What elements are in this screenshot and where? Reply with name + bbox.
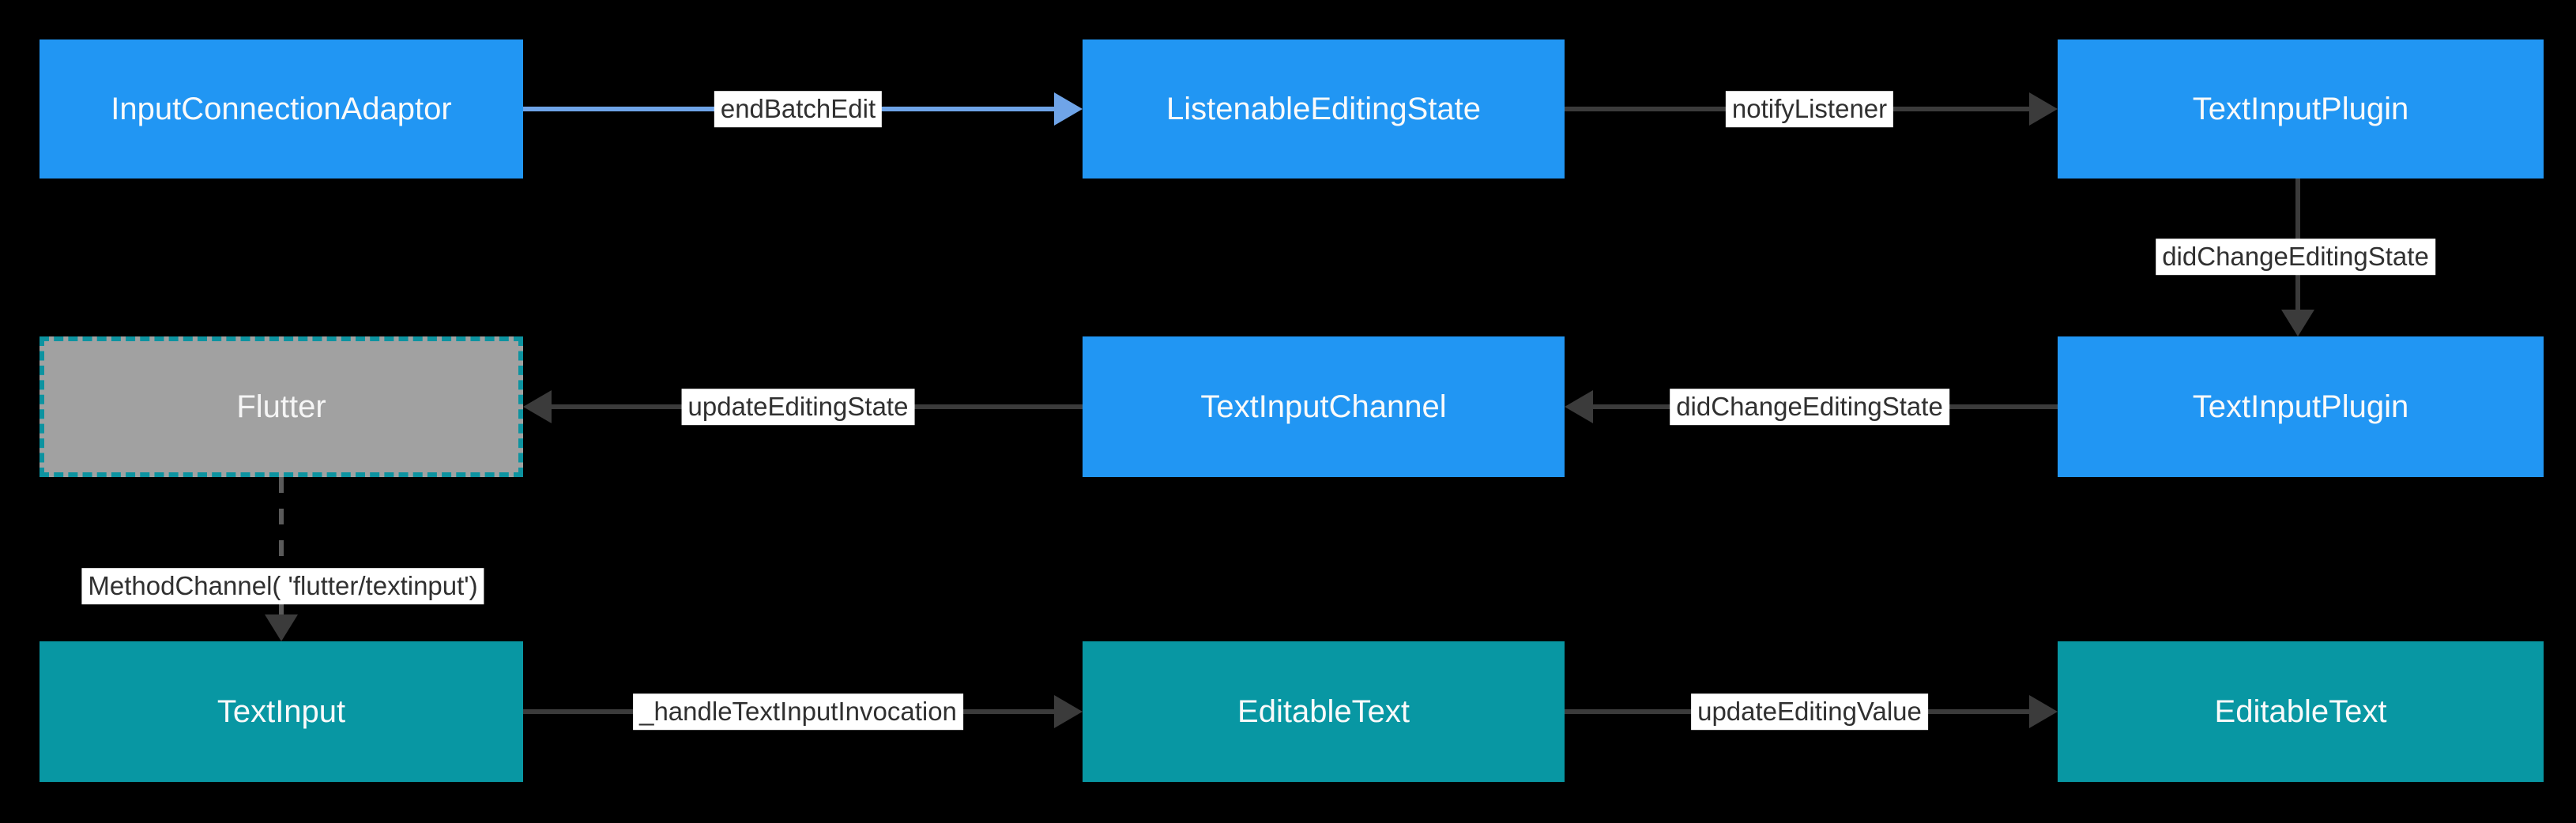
edge-did-change-editing-state-down-arrowhead-icon <box>2281 310 2314 336</box>
node-label: ListenableEditingState <box>1166 91 1482 126</box>
node-listenable-editing-state: ListenableEditingState <box>1083 39 1565 179</box>
edge-notify-listener-label: notifyListener <box>1725 91 1894 127</box>
edge-did-change-editing-state-left-label: didChangeEditingState <box>1670 389 1949 425</box>
edge-method-channel-line <box>279 477 284 616</box>
edge-did-change-editing-state-left-arrowhead-icon <box>1565 390 1593 423</box>
node-label: EditableText <box>1237 693 1410 729</box>
node-label: TextInputPlugin <box>2192 91 2409 126</box>
node-label: TextInputChannel <box>1200 389 1447 424</box>
node-text-input-channel: TextInputChannel <box>1083 336 1565 477</box>
edge-update-editing-state-label: updateEditingState <box>681 389 915 425</box>
node-label: EditableText <box>2214 693 2387 729</box>
edge-handle-text-input-invocation-label: _handleTextInputInvocation <box>633 693 963 730</box>
node-editable-text-mid: EditableText <box>1083 641 1565 782</box>
edge-notify-listener-arrowhead-icon <box>2029 92 2058 126</box>
node-input-connection-adaptor: InputConnectionAdaptor <box>40 39 523 179</box>
edge-method-channel-arrowhead-icon <box>265 614 298 641</box>
node-text-input: TextInput <box>40 641 523 782</box>
node-label: TextInputPlugin <box>2192 389 2409 424</box>
node-label: InputConnectionAdaptor <box>111 91 452 126</box>
node-editable-text-right: EditableText <box>2058 641 2544 782</box>
edge-end-batch-edit-label: endBatchEdit <box>714 91 883 127</box>
node-text-input-plugin-top: TextInputPlugin <box>2058 39 2544 179</box>
edge-did-change-editing-state-down-label: didChangeEditingState <box>2156 239 2435 275</box>
edge-update-editing-value-arrowhead-icon <box>2029 695 2058 728</box>
edge-method-channel-label: MethodChannel( 'flutter/textinput') <box>81 568 484 604</box>
edge-update-editing-state-arrowhead-icon <box>523 390 552 423</box>
edge-update-editing-value-label: updateEditingValue <box>1691 693 1928 730</box>
node-label: Flutter <box>236 389 326 424</box>
node-label: TextInput <box>217 693 346 729</box>
node-flutter: Flutter <box>40 336 523 477</box>
edge-end-batch-edit-arrowhead-icon <box>1054 92 1083 126</box>
edge-handle-text-input-invocation-arrowhead-icon <box>1054 695 1083 728</box>
node-text-input-plugin-mid: TextInputPlugin <box>2058 336 2544 477</box>
